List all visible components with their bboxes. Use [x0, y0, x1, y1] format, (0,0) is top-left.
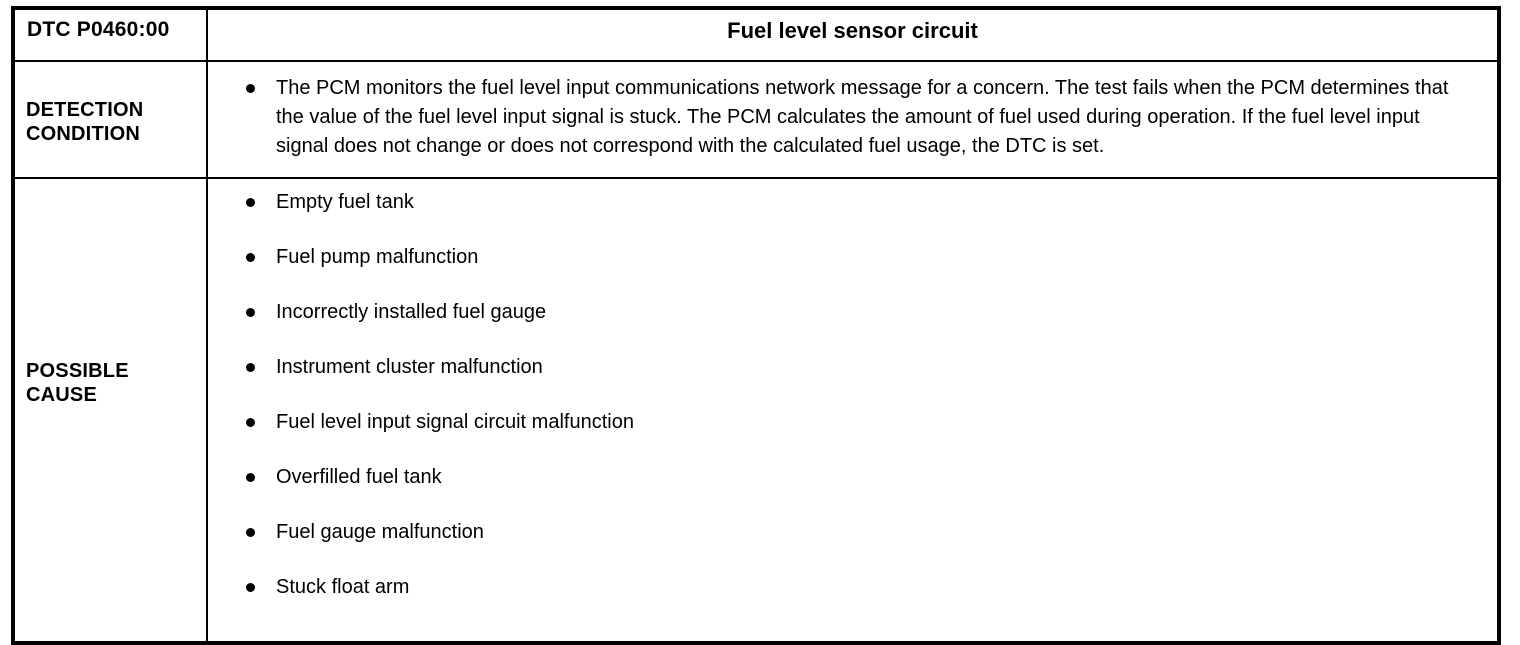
- detection-condition-text: The PCM monitors the fuel level input co…: [276, 77, 1449, 157]
- dtc-table-grid: DTC P0460:00 Fuel level sensor circuit D…: [15, 10, 1497, 641]
- list-item: Overfilled fuel tank: [246, 466, 1473, 521]
- table-row-header: DTC P0460:00 Fuel level sensor circuit: [15, 10, 1497, 62]
- possible-cause-text: Instrument cluster malfunction: [276, 356, 543, 378]
- list-item: Incorrectly installed fuel gauge: [246, 301, 1473, 356]
- bullet-icon: [246, 363, 255, 372]
- dtc-title-cell: Fuel level sensor circuit: [207, 10, 1497, 62]
- bullet-icon: [246, 198, 255, 207]
- detection-condition-bullet: The PCM monitors the fuel level input co…: [246, 74, 1473, 161]
- possible-cause-text: Empty fuel tank: [276, 191, 414, 213]
- list-item: Empty fuel tank: [246, 191, 1473, 246]
- detection-condition-body-cell: The PCM monitors the fuel level input co…: [207, 61, 1497, 179]
- detection-condition-label-cell: DETECTION CONDITION: [15, 61, 208, 179]
- bullet-icon: [246, 84, 255, 93]
- bullet-icon: [246, 418, 255, 427]
- bullet-icon: [246, 308, 255, 317]
- bullet-icon: [246, 528, 255, 537]
- possible-cause-text: Fuel level input signal circuit malfunct…: [276, 411, 634, 433]
- possible-cause-text: Stuck float arm: [276, 576, 410, 598]
- bullet-icon: [246, 583, 255, 592]
- possible-cause-text: Incorrectly installed fuel gauge: [276, 301, 547, 323]
- possible-cause-label: POSSIBLE CAUSE: [26, 360, 129, 406]
- dtc-diagnostic-table: DTC P0460:00 Fuel level sensor circuit D…: [11, 6, 1501, 645]
- list-item: Stuck float arm: [246, 576, 1473, 631]
- dtc-code-text: DTC P0460:00: [27, 18, 170, 41]
- list-item: Fuel gauge malfunction: [246, 521, 1473, 576]
- possible-cause-body-cell: Empty fuel tank Fuel pump malfunction In…: [207, 178, 1497, 641]
- possible-cause-text: Fuel gauge malfunction: [276, 521, 484, 543]
- possible-cause-label-cell: POSSIBLE CAUSE: [15, 178, 208, 641]
- dtc-code-cell: DTC P0460:00: [15, 10, 208, 62]
- list-item: Fuel pump malfunction: [246, 246, 1473, 301]
- list-item: Instrument cluster malfunction: [246, 356, 1473, 411]
- detection-condition-label: DETECTION CONDITION: [26, 99, 144, 145]
- possible-cause-list: Empty fuel tank Fuel pump malfunction In…: [246, 191, 1473, 631]
- bullet-icon: [246, 473, 255, 482]
- possible-cause-text: Fuel pump malfunction: [276, 246, 479, 268]
- table-row-possible-cause: POSSIBLE CAUSE Empty fuel tank Fuel pump…: [15, 178, 1497, 641]
- table-row-detection-condition: DETECTION CONDITION The PCM monitors the…: [15, 61, 1497, 179]
- possible-cause-text: Overfilled fuel tank: [276, 466, 442, 488]
- list-item: Fuel level input signal circuit malfunct…: [246, 411, 1473, 466]
- page-title: Fuel level sensor circuit: [727, 18, 978, 43]
- bullet-icon: [246, 253, 255, 262]
